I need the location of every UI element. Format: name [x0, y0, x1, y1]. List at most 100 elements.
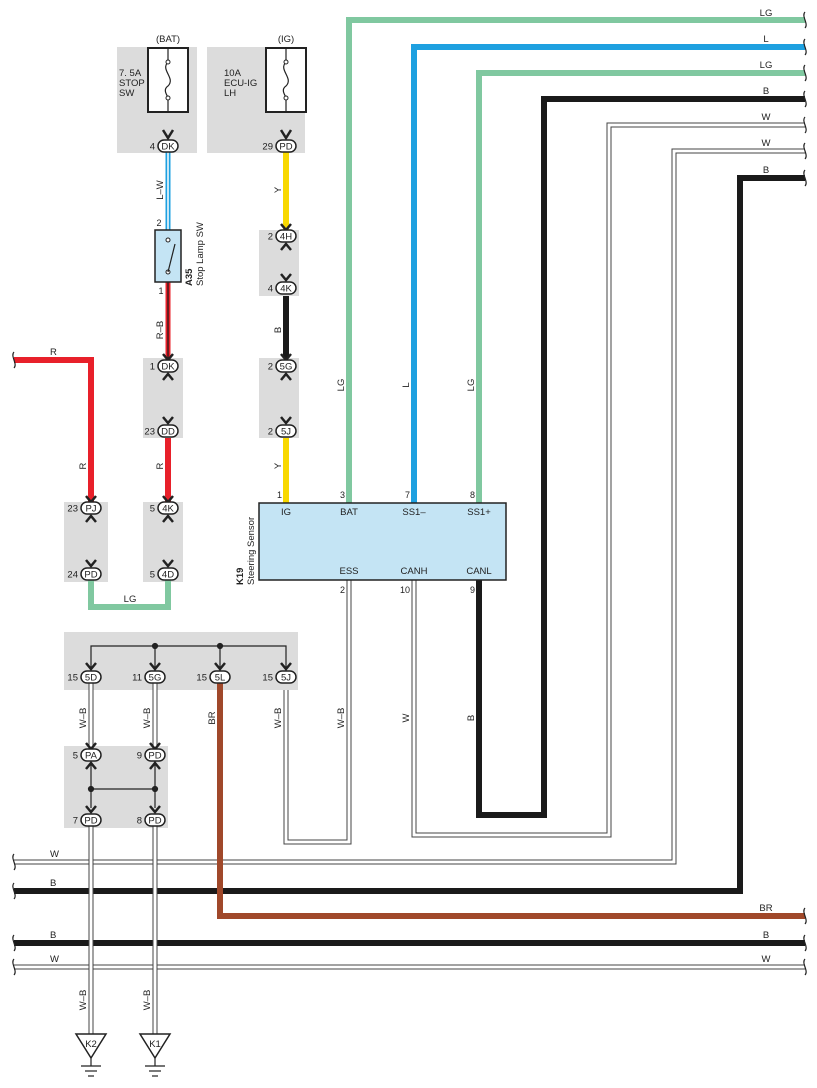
sensor-name: Steering Sensor: [246, 517, 257, 585]
chevron-down-icon: [149, 662, 161, 671]
fuse-bat-line1: 7. 5A: [119, 68, 142, 79]
chevron-down-icon: [214, 662, 226, 671]
connector-code: 5D: [85, 673, 97, 684]
connector-pin-number: 23: [67, 504, 78, 515]
connector-pill: [80, 670, 102, 684]
connector-code: DD: [161, 427, 175, 438]
connector-pd-pin-8: PD 8: [137, 805, 166, 827]
connector-code: 5J: [281, 673, 291, 684]
connector-pin-number: 4: [268, 284, 273, 295]
connector-pin-number: 24: [67, 570, 78, 581]
connector-pd-pin-7: PD7: [73, 805, 102, 827]
sensor-pin-number: 7: [405, 490, 410, 500]
fuse-bat-supply: (BAT): [156, 34, 180, 45]
connector-code: PJ: [85, 504, 96, 515]
connector-pin-number: 5: [150, 570, 155, 581]
wire-red-left: [14, 357, 94, 502]
connector-pin-number: 5: [150, 504, 155, 515]
sensor-pin-label: SS1–: [402, 507, 426, 518]
fuse-bat-line3: SW: [119, 88, 134, 99]
label-left-b1: B: [50, 878, 56, 889]
label-right-lg2: LG: [760, 60, 773, 71]
fuse-box-ig: [207, 47, 307, 153]
label-br1: BR: [207, 711, 218, 724]
label-right-w3: W: [762, 954, 771, 965]
connector-dk-pin-1: DK 1: [150, 353, 179, 381]
fuse-box-bat: [117, 47, 197, 153]
connector-code: PD: [84, 816, 97, 827]
connector-pin-number: 4: [150, 142, 155, 153]
ground-k2: K2: [74, 1033, 108, 1077]
connector-pin-number: 11: [132, 673, 142, 684]
label-lg1: LG: [336, 379, 347, 392]
ground-k1-label: K1: [149, 1039, 161, 1050]
connector-pill: [144, 748, 166, 762]
connector-code: DK: [161, 362, 175, 373]
wire-break-left: [12, 351, 16, 976]
fuse-bat-line2: STOP: [119, 78, 145, 89]
connector-code: 5G: [280, 362, 293, 373]
wire-break-right: [803, 11, 807, 976]
connector-code: PD: [148, 816, 161, 827]
chevron-down-icon: [85, 559, 97, 568]
ground-k2-label: K2: [85, 1039, 97, 1050]
connector-pill: [157, 139, 179, 153]
label-y1: Y: [273, 186, 284, 193]
wire-wb-ess: [283, 580, 352, 845]
switch-name: Stop Lamp SW: [195, 222, 206, 286]
label-y2: Y: [273, 462, 284, 469]
connector-pill: [157, 424, 179, 438]
label-left-w: W: [50, 849, 59, 860]
label-wb1: W–B: [78, 708, 89, 729]
sensor-pin-label: ESS: [339, 566, 358, 577]
chevron-down-icon: [280, 273, 292, 282]
connector-5j-pin-2: 5J2: [268, 416, 297, 438]
connector-code: 5J: [281, 427, 291, 438]
connector-pin-number: 15: [67, 673, 78, 684]
chevron-down-icon: [280, 416, 292, 425]
label-b2: B: [466, 715, 477, 721]
connector-code: PD: [148, 751, 161, 762]
connector-pill: [275, 424, 297, 438]
connector-5d-pin-15: 5D 15: [67, 662, 102, 684]
sensor-pin-number: 2: [340, 585, 345, 595]
connector-pin-number: 29: [262, 142, 273, 153]
label-right-w2: W: [762, 138, 771, 149]
wire-lg-ss1plus: [476, 70, 805, 503]
connector-code: 5L: [215, 673, 226, 684]
label-r1: R: [155, 462, 166, 469]
label-right-l: L: [763, 34, 768, 45]
connector-code: 4K: [162, 504, 174, 515]
connector-pill: [80, 501, 102, 515]
fuse-ig-line2: ECU-IG: [224, 78, 257, 89]
sensor-pin-number: 3: [340, 490, 345, 500]
ground-k1: K1: [138, 1033, 172, 1077]
sensor-pin-number: 9: [470, 585, 475, 595]
connector-pill: [144, 813, 166, 827]
fuse-ig-line1: 10A: [224, 68, 242, 79]
sensor-pin-label: IG: [281, 507, 291, 518]
connector-pill: [209, 670, 231, 684]
connector-4k-pin-5: 4K 5: [150, 495, 179, 523]
connector-pj-pin-23: PJ 23: [67, 495, 102, 523]
sensor-pin-label: CANL: [466, 566, 491, 577]
chevron-down-icon: [161, 129, 175, 141]
chevron-up-icon: [280, 242, 292, 251]
connector-pin-number: 1: [150, 362, 155, 373]
chevron-up-icon: [280, 372, 292, 381]
connector-pill: [275, 359, 297, 373]
steering-sensor-body: [258, 502, 507, 581]
sensor-pin-number: 10: [400, 585, 410, 595]
connector-pd-pin-9: PD9: [137, 742, 166, 770]
connector-pin-number: 8: [137, 816, 142, 827]
connector-pin-number: 23: [144, 427, 155, 438]
label-lg-bottom: LG: [124, 594, 137, 605]
connector-pill: [275, 229, 297, 243]
